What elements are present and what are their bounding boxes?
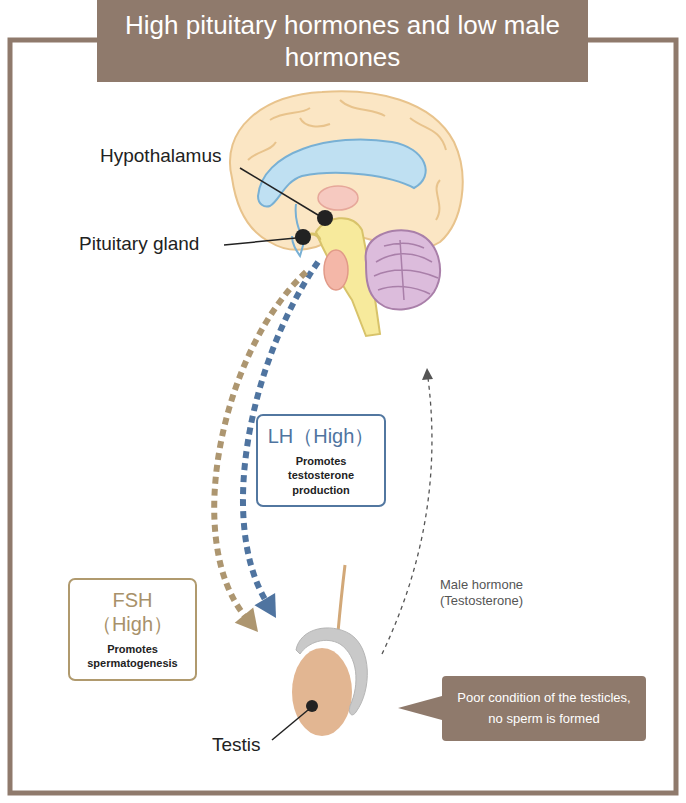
hormone-effect: Promotes spermatogenesis [75,642,190,671]
hormone-effect: Promotes testosterone production [263,454,379,497]
title-text: High pituitary hormones and low male hor… [111,9,574,74]
part-label: Pituitary gland [79,233,199,255]
brain-illustration [224,91,463,336]
callout-tail [398,696,442,720]
hypothalamus-marker: Hypothalamus [317,210,333,226]
callout-box: Poor condition of the testicles, no sper… [442,676,646,741]
part-label: Hypothalamus [100,145,221,167]
arrow-head [254,593,276,618]
hormone-box: LH（High） Promotes testosterone production [256,414,386,507]
title-band: High pituitary hormones and low male hor… [97,0,588,82]
testis-illustration [272,565,367,740]
arrow-head [235,607,258,632]
hormone-box: FSH（High） Promotes spermatogenesis [68,578,197,681]
part-label: Testis [212,734,261,756]
hormone-name: LH（High） [263,424,379,448]
feedback-arrow [382,368,433,654]
testis-region: Testis [262,622,375,742]
hormone-label: Male hormone (Testosterone) [440,577,550,610]
hormone-name: FSH（High） [75,588,190,636]
callout-text: Poor condition of the testicles, no sper… [450,688,638,728]
frame [10,40,676,793]
pituitary-marker: Pituitary gland [295,229,311,245]
